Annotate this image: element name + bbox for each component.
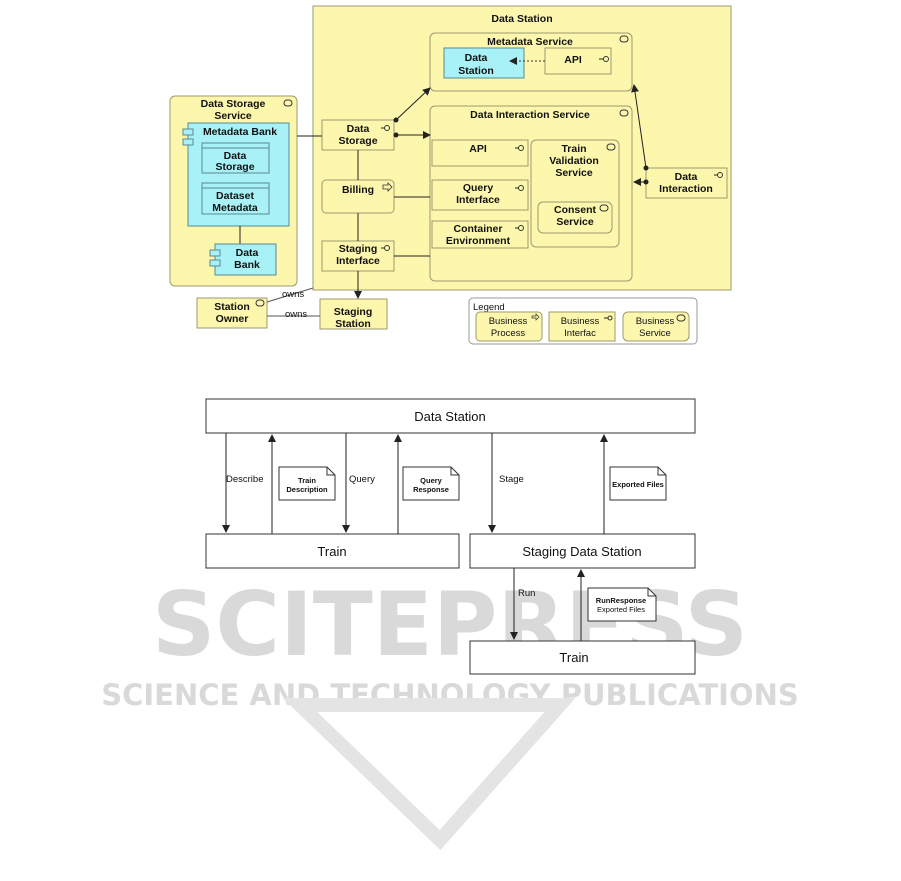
service-icon [619, 35, 629, 43]
consent-service [537, 201, 613, 234]
service-icon [619, 109, 629, 117]
data-storage-line2: Storage [338, 135, 377, 147]
tvs-line1: Train [561, 143, 586, 155]
seq-describe-label: Describe [226, 474, 264, 485]
dataset-metadata-line2: Metadata [212, 202, 258, 214]
seq-staging-data-station-box [469, 533, 696, 569]
consent-service-line1: Consent [554, 204, 597, 216]
tvs-line2: Validation [549, 155, 599, 167]
note-run-response-line1: RunResponse [596, 596, 646, 605]
seq-data-station-label: Data Station [414, 409, 486, 424]
archimate-diagram: Data Station Metadata Service Data Stati… [169, 5, 732, 345]
note-exported-files-label: Exported Files [612, 480, 664, 489]
query-interface [431, 179, 529, 211]
data-interaction-line2: Interaction [659, 183, 713, 195]
ms-data-station-line2: Station [458, 65, 494, 77]
seq-train-box [205, 533, 460, 569]
dss-title-line1: Data Storage [201, 98, 266, 110]
staging-station-line2: Station [335, 318, 371, 330]
seq-train-bottom-box [469, 640, 696, 675]
seq-data-station-box [205, 398, 696, 434]
consent-service-line2: Service [556, 216, 594, 228]
dis-api-label: API [469, 143, 487, 155]
legend-bi-line2: Interfac [564, 328, 596, 339]
billing-label: Billing [342, 184, 374, 196]
legend-business-service [622, 311, 690, 342]
container-environment [431, 220, 529, 249]
data-bank-line2: Bank [234, 259, 260, 271]
note-exported-files [609, 466, 667, 501]
note-train-description [278, 466, 336, 501]
tvs-line3: Service [555, 167, 593, 179]
staging-station-line1: Staging [334, 306, 373, 318]
note-query-response [402, 466, 460, 501]
ms-api [544, 47, 612, 75]
legend-business-interface [548, 311, 616, 342]
mb-data-storage-line2: Storage [215, 161, 254, 173]
note-query-response-line1: Query [420, 476, 443, 485]
data-interaction-line1: Data [675, 171, 698, 183]
note-train-description-line1: Train [298, 476, 316, 485]
station-owner-line2: Owner [216, 313, 249, 325]
note-run-response-line2: Exported Files [597, 605, 645, 614]
query-interface-line1: Query [463, 182, 494, 194]
legend-title: Legend [473, 302, 505, 313]
metadata-bank-title: Metadata Bank [203, 126, 277, 138]
owns-label-1: owns [282, 289, 304, 300]
watermark: SCITEPRESS SCIENCE AND TECHNOLOGY PUBLIC… [101, 573, 799, 851]
legend-bp-line2: Process [491, 328, 526, 339]
staging-interface-line2: Interface [336, 255, 380, 267]
owns-label-2: owns [285, 309, 307, 320]
legend-business-process [475, 311, 543, 342]
note-query-response-line2: Response [413, 485, 449, 494]
legend-bs-line1: Business [636, 316, 675, 327]
process-icon [382, 182, 393, 192]
seq-query-label: Query [349, 474, 375, 485]
ms-data-station [443, 47, 525, 79]
note-train-description-line2: Description [286, 485, 328, 494]
legend-bs-line2: Service [639, 328, 671, 339]
data-interaction-service-title: Data Interaction Service [470, 109, 590, 121]
seq-train-label: Train [317, 544, 346, 559]
container-environment-line2: Environment [446, 235, 511, 247]
data-storage-line1: Data [347, 123, 370, 135]
station-owner-line1: Station [214, 301, 250, 313]
data-bank [214, 243, 277, 276]
watermark-shape [282, 698, 576, 851]
metadata-service-title: Metadata Service [487, 36, 573, 48]
dataset-metadata-line1: Dataset [216, 190, 254, 202]
staging-station [319, 298, 388, 330]
ms-data-station-line1: Data [465, 52, 488, 64]
seq-stage-label: Stage [499, 474, 524, 485]
query-interface-line2: Interface [456, 194, 500, 206]
dss-title-line2: Service [214, 110, 252, 122]
legend-bi-line1: Business [561, 316, 600, 327]
seq-staging-data-station-label: Staging Data Station [522, 544, 641, 559]
legend-bp-line1: Business [489, 316, 528, 327]
ms-api-label: API [564, 54, 582, 66]
station-owner [196, 297, 268, 329]
seq-train-bottom-label: Train [559, 650, 588, 665]
sequence-diagram: Data Station Train Staging Data Station … [205, 398, 696, 675]
note-run-response [587, 587, 657, 622]
container-environment-line1: Container [453, 223, 502, 235]
staging-interface-line1: Staging [339, 243, 378, 255]
seq-run-label: Run [518, 588, 535, 599]
data-bank-line1: Data [236, 247, 259, 259]
dis-api [431, 139, 529, 167]
data-station-title: Data Station [491, 13, 552, 25]
mb-data-storage-line1: Data [224, 150, 247, 162]
data-interaction [645, 167, 728, 199]
